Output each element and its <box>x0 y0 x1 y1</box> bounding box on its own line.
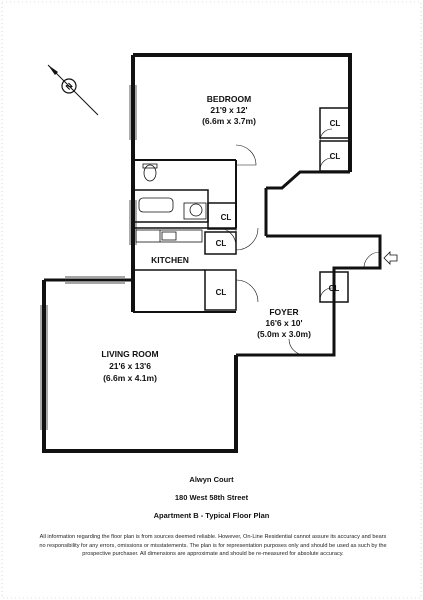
svg-text:KITCHEN: KITCHEN <box>151 255 189 265</box>
interior-walls <box>133 107 351 311</box>
closet-label: CL <box>330 152 341 161</box>
closet-label: CL <box>216 288 227 297</box>
bathroom-fixtures <box>138 163 207 220</box>
svg-text:21'9 x 12': 21'9 x 12' <box>210 105 247 115</box>
svg-text:21'6 x 13'6: 21'6 x 13'6 <box>109 361 151 371</box>
room-label-bedroom: BEDROOM 21'9 x 12' (6.6m x 3.7m) <box>202 94 256 126</box>
building-name: Alwyn Court <box>189 475 234 484</box>
closet-label: CL <box>329 284 340 293</box>
building-address: 180 West 58th Street <box>174 493 249 502</box>
room-label-kitchen: KITCHEN <box>151 255 189 265</box>
svg-text:BEDROOM: BEDROOM <box>207 94 251 104</box>
svg-text:(5.0m x 3.0m): (5.0m x 3.0m) <box>257 329 311 339</box>
svg-text:N: N <box>64 81 75 92</box>
room-label-foyer: FOYER 16'6 x 10' (5.0m x 3.0m) <box>257 307 311 339</box>
disclaimer-text: All information regarding the floor plan… <box>39 534 387 557</box>
kitchen-fixtures <box>135 229 203 243</box>
svg-text:(6.6m x 3.7m): (6.6m x 3.7m) <box>202 116 256 126</box>
door-swings <box>217 128 381 356</box>
plan-title: Apartment B - Typical Floor Plan <box>153 511 270 520</box>
svg-text:LIVING ROOM: LIVING ROOM <box>101 349 158 359</box>
entry-arrow-icon <box>383 251 398 265</box>
closet-label: CL <box>221 213 232 222</box>
closet-labels: CL CL CL CL CL CL <box>216 119 341 297</box>
room-label-living-room: LIVING ROOM 21'6 x 13'6 (6.6m x 4.1m) <box>101 349 158 383</box>
svg-text:FOYER: FOYER <box>269 307 298 317</box>
svg-text:(6.6m x 4.1m): (6.6m x 4.1m) <box>103 373 157 383</box>
compass-north-icon: N <box>47 64 99 116</box>
closet-label: CL <box>330 119 341 128</box>
svg-text:16'6 x 10': 16'6 x 10' <box>265 318 302 328</box>
closet-label: CL <box>216 239 227 248</box>
